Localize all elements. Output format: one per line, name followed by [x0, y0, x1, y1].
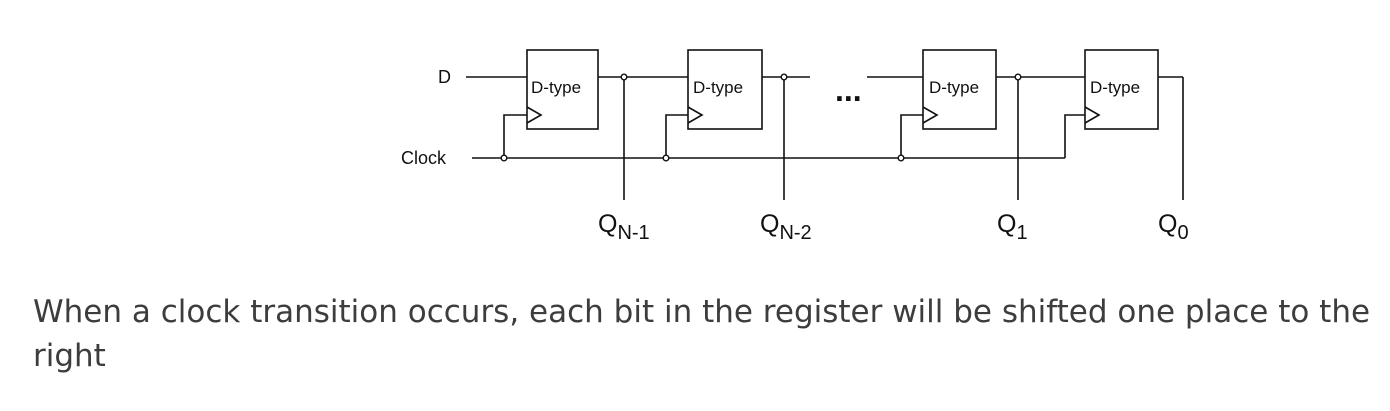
- junction-dot: [662, 154, 670, 162]
- input-d-label: D: [438, 67, 451, 87]
- clock-branch-3: [900, 114, 923, 158]
- flip-flop-1: D-type: [526, 49, 599, 130]
- output-label-qn-1: QN-1: [598, 210, 650, 244]
- diagram-caption: When a clock transition occurs, each bit…: [33, 294, 1371, 374]
- junction-dot: [1014, 73, 1022, 81]
- clock-branch-1: [503, 114, 527, 158]
- stage-ellipsis: ...: [835, 72, 862, 108]
- clock-branch-4: [1064, 114, 1085, 158]
- junction-dot: [897, 154, 905, 162]
- junction-dot: [620, 73, 628, 81]
- clock-branch-2: [665, 114, 688, 158]
- output-label-q1: Q1: [997, 210, 1028, 244]
- flip-flop-label: D-type: [929, 78, 979, 97]
- flip-flop-2: D-type: [687, 49, 763, 130]
- junction-dot: [500, 154, 508, 162]
- flip-flop-3: D-type: [922, 49, 997, 130]
- output-label-qn-2: QN-2: [760, 210, 812, 244]
- shift-register-diagram: D Clock D-type D-type D-type D-type: [401, 49, 1189, 244]
- flip-flop-4: D-type: [1084, 49, 1159, 130]
- junction-dot: [780, 73, 788, 81]
- flip-flop-label: D-type: [693, 78, 743, 97]
- output-label-q0: Q0: [1158, 210, 1189, 244]
- flip-flop-label: D-type: [531, 78, 581, 97]
- flip-flop-label: D-type: [1090, 78, 1140, 97]
- clock-label: Clock: [401, 148, 447, 168]
